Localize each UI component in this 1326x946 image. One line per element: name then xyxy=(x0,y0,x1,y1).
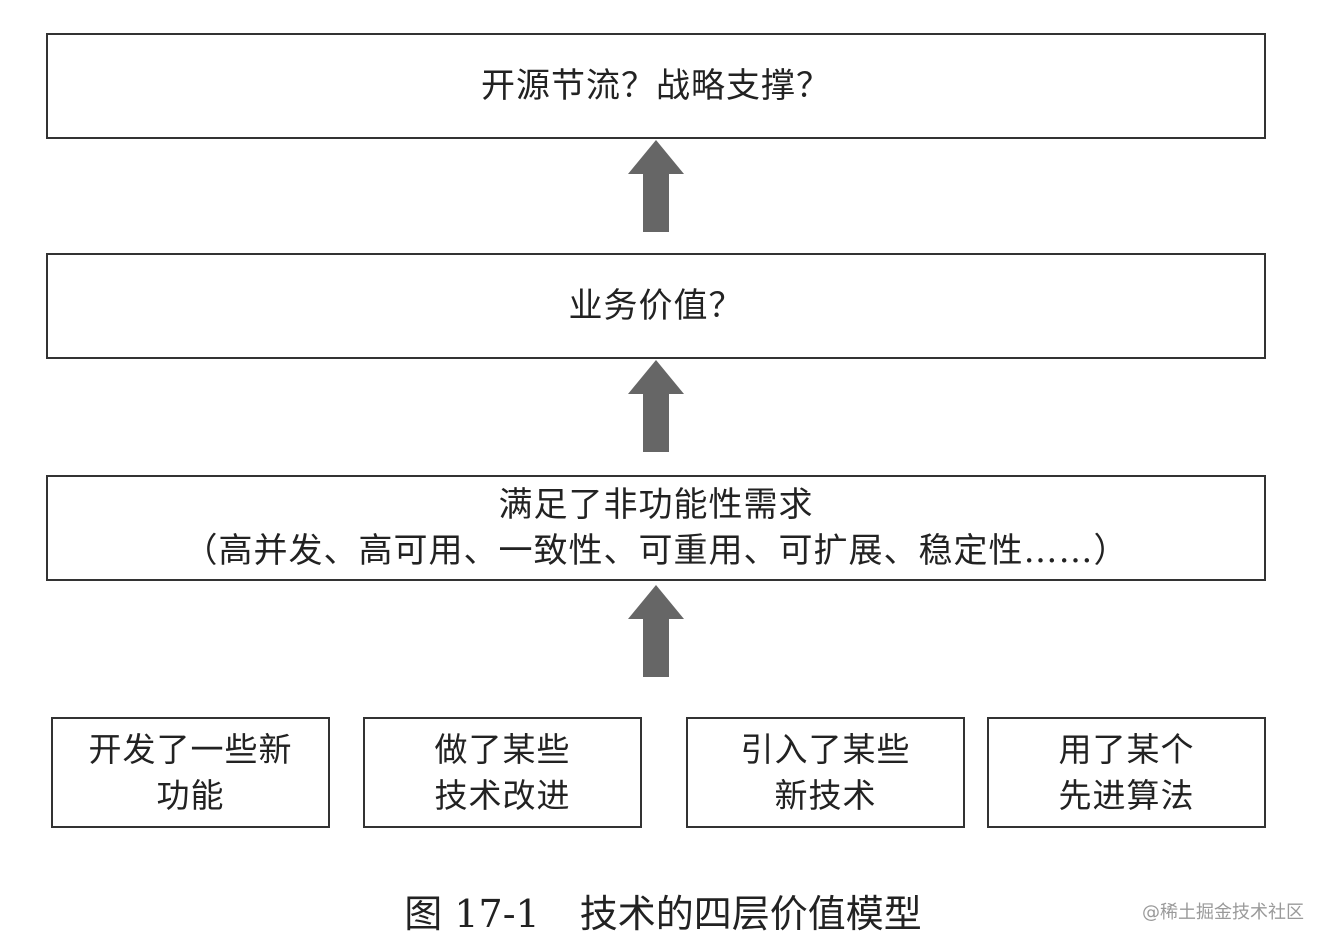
technique-line: 技术改进 xyxy=(434,775,571,815)
level-strategy-text: 开源节流？战略支撑？ xyxy=(481,66,831,106)
level-nonfunctional-box: 满足了非功能性需求 （高并发、高可用、一致性、可重用、可扩展、稳定性……） xyxy=(46,475,1266,581)
technique-line: 用了某个 xyxy=(1058,729,1195,769)
figure-number: 图 17-1 xyxy=(404,892,540,936)
level-business-text: 业务价值？ xyxy=(568,286,744,326)
up-arrow-icon xyxy=(628,585,684,677)
technique-box-improvement: 做了某些 技术改进 xyxy=(363,717,642,828)
level-strategy-box: 开源节流？战略支撑？ xyxy=(46,33,1266,139)
up-arrow-icon xyxy=(628,140,684,232)
level-nonfunctional-detail: （高并发、高可用、一致性、可重用、可扩展、稳定性……） xyxy=(183,531,1129,571)
level-business-box: 业务价值？ xyxy=(46,253,1266,359)
technique-line: 先进算法 xyxy=(1058,775,1195,815)
figure-title: 技术的四层价值模型 xyxy=(579,892,922,936)
watermark: @稀土掘金技术社区 xyxy=(1142,902,1304,923)
up-arrow-icon xyxy=(628,360,684,452)
level-nonfunctional-title: 满足了非功能性需求 xyxy=(498,485,814,525)
technique-box-new-tech: 引入了某些 新技术 xyxy=(686,717,965,828)
technique-line: 新技术 xyxy=(774,775,877,815)
technique-box-algorithm: 用了某个 先进算法 xyxy=(987,717,1266,828)
technique-line: 功能 xyxy=(156,775,225,815)
technique-box-new-feature: 开发了一些新 功能 xyxy=(51,717,330,828)
technique-line: 开发了一些新 xyxy=(88,729,293,769)
figure-caption: 图 17-1 技术的四层价值模型 xyxy=(0,888,1326,940)
technique-line: 引入了某些 xyxy=(740,729,911,769)
technique-line: 做了某些 xyxy=(434,729,571,769)
